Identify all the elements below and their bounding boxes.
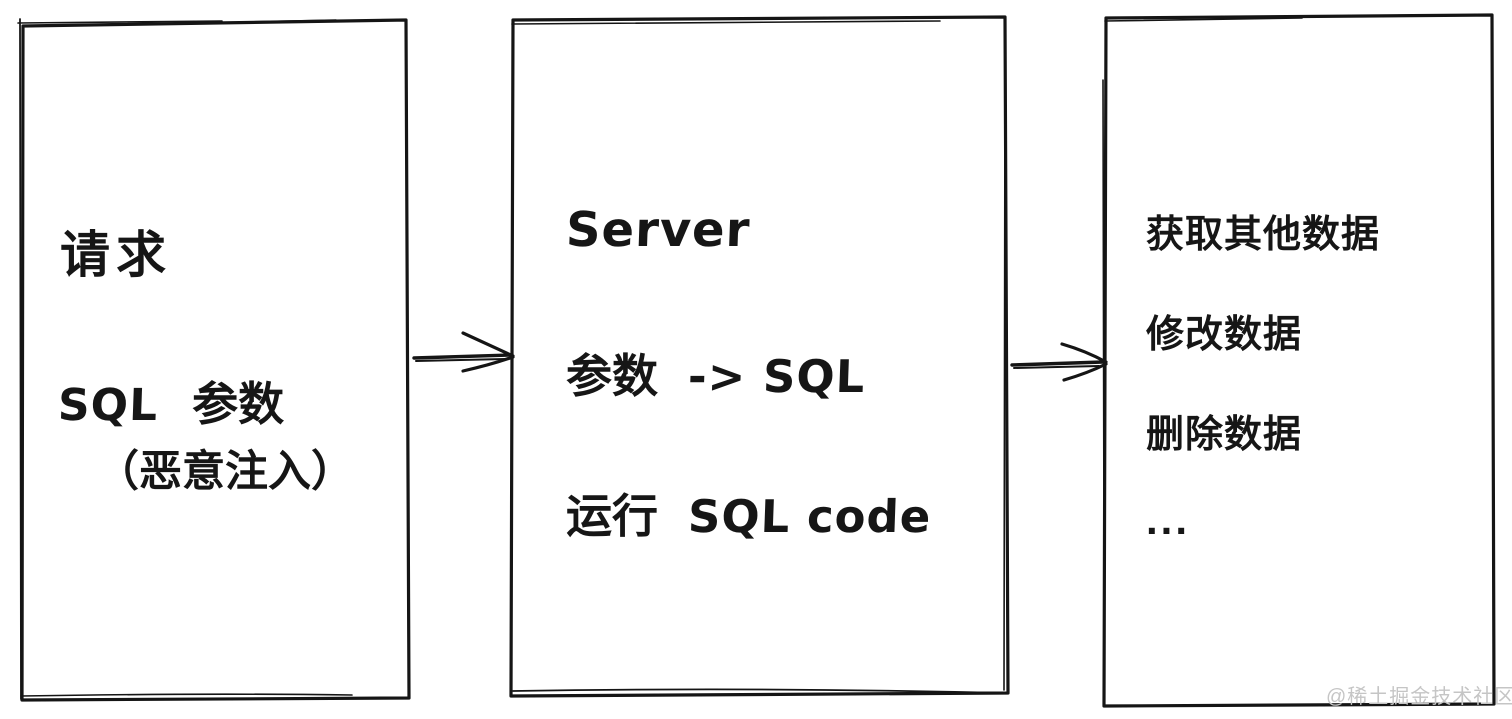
- sql-word: SQL: [57, 380, 160, 431]
- param-word: 参数: [192, 378, 285, 430]
- request-label: 请求: [60, 227, 172, 283]
- flow-arrow-1: [412, 331, 515, 373]
- run-word: 运行: [566, 490, 658, 542]
- ellipsis-label: ...: [1146, 496, 1191, 543]
- server-label: Server: [565, 202, 752, 258]
- result-box-outline: [1102, 13, 1496, 708]
- to-sql-word: -> SQL: [687, 350, 867, 403]
- sql-param-line: SQL 参数: [57, 368, 285, 434]
- param-to-sql-line: 参数 -> SQL: [566, 340, 867, 406]
- server-box-outline: [509, 15, 1010, 698]
- sql-code-word: SQL code: [687, 490, 933, 543]
- flow-arrow-2: [1010, 342, 1108, 382]
- modify-data-label: 修改数据: [1146, 314, 1303, 356]
- fetch-other-data-label: 获取其他数据: [1146, 214, 1381, 256]
- run-sql-code-line: 运行 SQL code: [566, 480, 933, 546]
- delete-data-label: 删除数据: [1146, 414, 1303, 456]
- malicious-injection-label: （恶意注入）: [96, 448, 354, 496]
- request-box-outline: [17, 18, 411, 702]
- juejin-watermark: @稀土掘金技术社区: [1326, 686, 1512, 708]
- param-word-2: 参数: [566, 350, 658, 402]
